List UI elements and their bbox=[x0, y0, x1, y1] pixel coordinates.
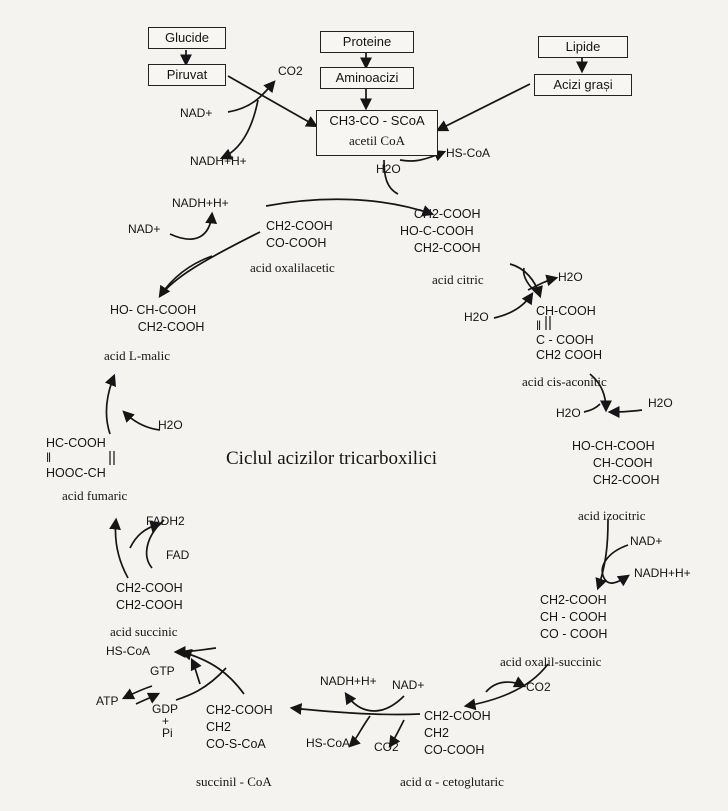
lipide-label: Lipide bbox=[565, 39, 601, 54]
arrow-malate-link bbox=[159, 231, 261, 297]
arrow-aconitate-isocitrate bbox=[589, 373, 612, 413]
h2o-iso-left: H2O bbox=[556, 406, 581, 420]
h2o-iso-right: H2O bbox=[648, 396, 673, 410]
aminoacizi-label: Aminoacizi bbox=[335, 70, 399, 85]
nad-top: NAD+ bbox=[180, 106, 213, 120]
hscoa-succ: HS-CoA bbox=[106, 644, 151, 658]
cycle-title: Ciclul acizilor tricarboxilici bbox=[226, 448, 438, 469]
arrow-atp-gtp bbox=[135, 692, 161, 705]
arrow-h2o-out-aconit bbox=[527, 274, 559, 291]
succinic-formula: CH2-COOH CH2-COOH bbox=[116, 581, 183, 612]
fumaric-formula: HC-COOH ‖ HOOC-CH bbox=[46, 436, 106, 480]
fadh2: FADH2 bbox=[146, 514, 185, 528]
malic-name: acid L-malic bbox=[104, 348, 171, 363]
nad-iso: NAD+ bbox=[630, 534, 663, 548]
cis-aconitic-name: acid cis-aconitic bbox=[522, 374, 607, 389]
arrow-acizi-acetylcoa bbox=[435, 83, 531, 132]
h2o-citrate: H2O bbox=[376, 162, 401, 176]
acetyl-coa-name: acetil CoA bbox=[349, 133, 405, 148]
arrow-h2o-fumarate bbox=[122, 410, 161, 431]
arrow-co2-akg bbox=[388, 719, 405, 748]
arrow-gtp-out bbox=[190, 657, 202, 685]
loop-nad-iso bbox=[601, 544, 630, 587]
isocitric-formula: HO-CH-COOH CH-COOH CH2-COOH bbox=[572, 439, 660, 487]
nadh-iso: NADH+H+ bbox=[634, 566, 691, 580]
cis-aconitic-formula: CH-COOH ‖ C - COOH CH2 COOH bbox=[536, 304, 602, 362]
co2-oxs: CO2 bbox=[526, 680, 551, 694]
loop-iso-left bbox=[583, 403, 601, 413]
arrow-gtp-atp bbox=[121, 685, 153, 700]
arrow-h2o-in bbox=[383, 159, 399, 195]
arrow-isocitrate-oxalosuccinate bbox=[595, 519, 609, 591]
h2o-aconit-in: H2O bbox=[464, 310, 489, 324]
ketoglutaric-formula: CH2-COOH CH2 CO-COOH bbox=[424, 709, 491, 757]
h2o-fumarate: H2O bbox=[158, 418, 183, 432]
loop-gtp bbox=[175, 667, 227, 701]
co2-top: CO2 bbox=[278, 64, 303, 78]
arrow-nad-nadh-pdh bbox=[219, 99, 259, 160]
nadh-akg: NADH+H+ bbox=[320, 674, 377, 688]
acetyl-coa-box: CH3-CO - SCoA acetil CoA bbox=[316, 110, 438, 156]
loop-nad-akg bbox=[344, 692, 405, 712]
co2-akg: CO2 bbox=[374, 740, 399, 754]
hscoa-akg: HS-CoA bbox=[306, 736, 351, 750]
gtp: GTP bbox=[150, 664, 175, 678]
isocitric-name: acid izocitric bbox=[578, 508, 646, 523]
arrow-hscoa-succ bbox=[173, 646, 217, 658]
arrow-succinate-fumarate bbox=[109, 517, 129, 579]
arrow-hscoa-release bbox=[399, 150, 447, 162]
hscoa-top: HS-CoA bbox=[446, 146, 491, 160]
piruvat-label: Piruvat bbox=[166, 67, 208, 82]
glucide-box: Glucide bbox=[148, 27, 226, 49]
succinyl-coa-name: succinil - CoA bbox=[196, 774, 272, 789]
gdp: GDP bbox=[152, 702, 179, 716]
nadh-top: NADH+H+ bbox=[190, 154, 247, 168]
succinic-name: acid succinic bbox=[110, 624, 178, 639]
oxalosuccinic-name: acid oxalil-succinic bbox=[500, 654, 602, 669]
loop-citrate bbox=[522, 267, 541, 297]
proteine-label: Proteine bbox=[342, 34, 392, 49]
fad: FAD bbox=[166, 548, 190, 562]
arrow-citrate-aconitate bbox=[509, 263, 543, 299]
nad-malate: NAD+ bbox=[128, 222, 161, 236]
h2o-aconit-out: H2O bbox=[558, 270, 583, 284]
arrow-ketoglutarate-succinylcoa bbox=[289, 703, 421, 716]
acetyl-coa-formula: CH3-CO - SCoA bbox=[329, 113, 425, 128]
ketoglutaric-name: acid α - cetoglutaric bbox=[400, 774, 504, 789]
acizi-grasi-label: Acizi grași bbox=[553, 77, 613, 92]
lipide-box: Lipide bbox=[538, 36, 628, 58]
loop-nad-malate bbox=[169, 211, 218, 240]
glucide-label: Glucide bbox=[164, 30, 210, 45]
arrow-fadh2-out bbox=[129, 520, 163, 549]
plus-sign: + bbox=[162, 714, 170, 728]
arrow-co2-oxs bbox=[485, 676, 527, 693]
piruvat-box: Piruvat bbox=[148, 64, 226, 86]
succinyl-coa-formula: CH2-COOH CH2 CO-S-CoA bbox=[206, 703, 273, 751]
acizi-grasi-box: Acizi grași bbox=[534, 74, 632, 96]
arrow-h2o-in-aconit bbox=[493, 292, 534, 319]
nadh-malate: NADH+H+ bbox=[172, 196, 229, 210]
arrow-fumarate-malate bbox=[104, 373, 116, 435]
citric-name: acid citric bbox=[432, 272, 484, 287]
arrow-h2o-iso-right bbox=[607, 406, 643, 418]
nad-akg: NAD+ bbox=[392, 678, 425, 692]
fumaric-name: acid fumaric bbox=[62, 488, 128, 503]
proteine-box: Proteine bbox=[320, 31, 414, 53]
oxalosuccinic-formula: CH2-COOH CH - COOH CO - COOH bbox=[540, 593, 608, 641]
pi: Pi bbox=[162, 726, 173, 740]
atp: ATP bbox=[96, 694, 119, 708]
malic-formula: HO- CH-COOH CH2-COOH bbox=[110, 303, 205, 334]
arrow-piruvat-acetylcoa bbox=[227, 75, 319, 128]
oxaloacetic-name: acid oxalilacetic bbox=[250, 260, 335, 275]
arrow-oxalosuccinate-ketoglutarate bbox=[463, 663, 549, 711]
oxaloacetic-formula: CH2-COOH CO-COOH bbox=[266, 219, 333, 250]
arrow-hscoa-akg bbox=[348, 715, 371, 748]
arrow-succinylcoa-succinate bbox=[179, 648, 245, 695]
aminoacizi-box: Aminoacizi bbox=[320, 67, 414, 89]
arrow-oxaloacetate-citrate bbox=[265, 198, 435, 217]
arrow-co2-release bbox=[227, 80, 276, 113]
citric-formula: CH2-COOH HO-C-COOH CH2-COOH bbox=[400, 207, 481, 255]
